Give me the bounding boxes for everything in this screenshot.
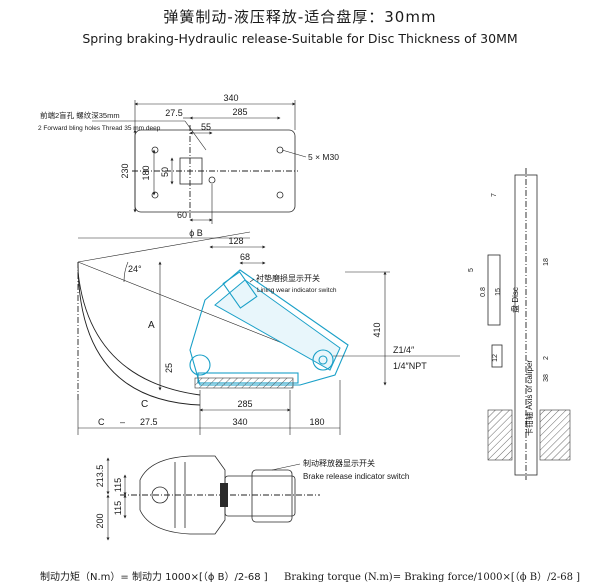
disc-section (514, 174, 538, 476)
dim-60: 60 (177, 210, 187, 220)
disc-label: 盘 Disc (510, 287, 520, 313)
pivot (189, 354, 211, 376)
dim-bottom-340: 340 (232, 417, 247, 427)
bolt-hole (208, 176, 216, 184)
release-cylinder (224, 475, 296, 517)
caliper-axis-label: 卡钳轴 Axis of caliper (524, 360, 534, 436)
hydraulic-port (312, 349, 334, 371)
dim-285-top: 285 (232, 107, 247, 117)
dim-c: C (141, 399, 148, 410)
dim-285-side: 285 (237, 399, 252, 409)
dim-5: 5 (468, 268, 475, 272)
wear-switch-en: Lining wear indicator switch (257, 287, 337, 294)
formula-cn: 制动力矩（N.m）= 制动力 1000×[（ϕ B）/2-68 ] (40, 572, 268, 583)
dim-bottom-180: 180 (309, 417, 324, 427)
dim-bottom-c: C (98, 417, 105, 427)
release-switch-cn: 制动释放器显示开关 (303, 458, 375, 468)
dim-38: 38 (543, 374, 550, 382)
caliper-assembly (189, 269, 349, 386)
note-holes-cn: 前端2盲孔 螺纹深35mm (40, 110, 120, 120)
dim-200: 200 (95, 513, 105, 528)
dim-340-top: 340 (223, 93, 238, 103)
release-switch-en: Brake release indicator switch (303, 472, 409, 481)
bolt-hole (276, 191, 284, 199)
dim-115-a: 115 (113, 478, 123, 492)
bolt-hole (151, 146, 159, 154)
dim-180-top: 180 (141, 165, 151, 180)
title-english: Spring braking-Hydraulic release-Suitabl… (82, 31, 518, 46)
dim-0-8: 0.8 (480, 287, 487, 297)
dim-18: 18 (543, 258, 550, 266)
dim-27-5-top: 27.5 (165, 108, 183, 118)
note-holes-en: 2 Forward bling holes Thread 35 mm deep (38, 125, 161, 132)
top-view: 340 285 27.5 55 230 180 50 60 前端2盲孔 螺纹深3… (38, 93, 339, 224)
dim-115-b: 115 (113, 501, 123, 515)
bolt-hole (151, 191, 159, 199)
dim-bottom-27-5: 27.5 (140, 417, 158, 427)
dim-phi-b: ϕ B (189, 228, 203, 238)
dim-128: 128 (228, 236, 243, 246)
dim-bottom-minus: – (120, 417, 125, 427)
bolt-label: 5 × M30 (308, 152, 339, 162)
caliper-block (539, 409, 571, 461)
dim-230: 230 (120, 163, 130, 178)
dim-angle: 24° (128, 264, 142, 274)
port-npt: 1/4″NPT (393, 361, 427, 371)
title-chinese: 弹簧制动-液压释放-适合盘厚：30mm (163, 8, 437, 26)
dim-410: 410 (372, 322, 382, 337)
base-plate (194, 377, 294, 389)
port-z: Z1/4″ (393, 345, 415, 355)
dim-25: 25 (164, 363, 174, 373)
dim-7: 7 (491, 193, 498, 197)
dim-68: 68 (240, 252, 250, 262)
dim-2: 2 (543, 356, 550, 360)
dim-15: 15 (495, 288, 502, 296)
caliper-block (487, 409, 513, 461)
formula-en: Braking torque (N.m)= Braking force/1000… (284, 572, 581, 583)
right-view: 7 5 0.8 15 18 12 2 38 盘 Disc 卡钳轴 Axis of… (468, 168, 571, 480)
wear-switch-cn: 衬垫磨损显示开关 (256, 273, 320, 283)
dim-213-5: 213.5 (95, 465, 105, 488)
dim-55: 55 (201, 122, 211, 132)
dim-a: A (148, 320, 155, 331)
dim-12: 12 (492, 354, 499, 362)
dim-50: 50 (160, 167, 170, 177)
side-view: ϕ B 128 68 24° A 25 410 C 285 (77, 228, 460, 435)
front-view: 213.5 115 115 200 制动释放器显示开关 Brake releas… (95, 455, 409, 541)
